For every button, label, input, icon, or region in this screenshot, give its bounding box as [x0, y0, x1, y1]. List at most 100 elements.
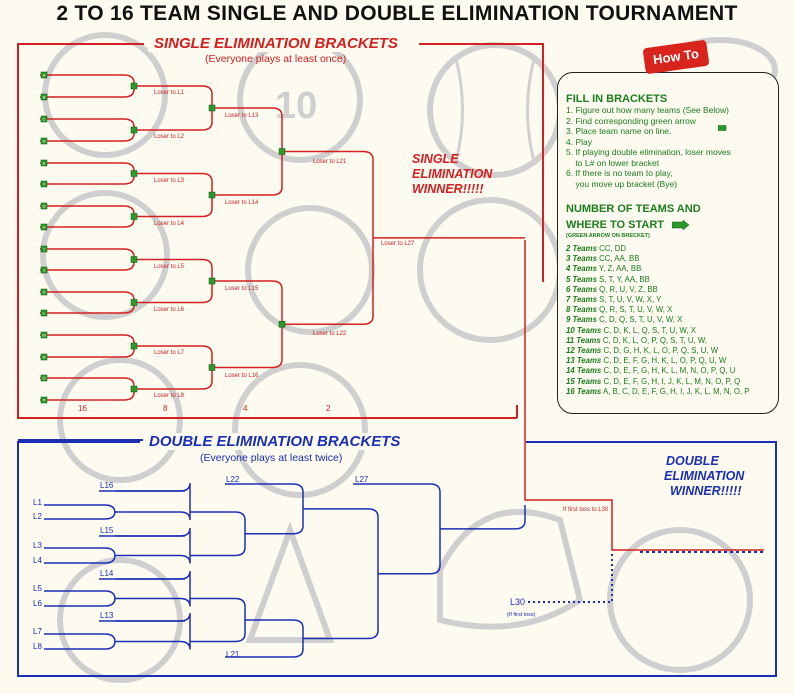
loser-label-r1-7: Loser to L7: [154, 350, 185, 356]
team-count-row: 4 Teams Y, Z, AA, BB: [566, 264, 771, 274]
r1-match-line: [40, 248, 135, 271]
slot-BB[interactable]: [208, 364, 216, 371]
slot-AA[interactable]: [208, 277, 216, 285]
slot-X[interactable]: [130, 385, 138, 393]
team-count: 12 Teams: [566, 346, 602, 356]
team-start-slots: Y, Z, AA, BB: [598, 264, 642, 274]
slot-V[interactable]: [130, 299, 138, 306]
team-start-slots: Q, R, S, T, U, V, W, X: [599, 305, 673, 315]
double-winner-label: DOUBLE ELIMINATION WINNER!!!!!: [664, 454, 745, 498]
slot-letter: A: [43, 73, 46, 78]
loser-label-r2-4: Loser to L16: [225, 372, 259, 379]
team-count: 6 Teams: [566, 284, 597, 294]
r3-match-line: [212, 280, 283, 369]
slot-D[interactable]: [40, 137, 48, 145]
team-count-row: 7 Teams S, T, U, V, W, X, Y: [566, 295, 771, 305]
second-round-label-L13: L13: [100, 611, 114, 620]
r1-match-line: [40, 377, 135, 401]
instruction-step: 1. Figure out how many teams (See Below): [566, 105, 729, 115]
slot-F[interactable]: [40, 180, 48, 188]
slot-O[interactable]: [40, 374, 48, 382]
first-round-label-L4: L4: [33, 556, 42, 565]
single-elimination-title: SINGLE ELIMINATION BRACKETS: [148, 35, 404, 52]
r1-match-line: [40, 334, 135, 358]
fill-in-brackets-heading: FILL IN BRACKETS: [566, 93, 668, 105]
round-count-8: 8: [163, 404, 168, 413]
champion-link-line: [524, 240, 764, 551]
team-start-slots: C, D, E, F, G, H, K, L, O, P, Q, U, W: [603, 356, 727, 366]
double-elimination-title: DOUBLE ELIMINATION BRACKETS: [143, 433, 407, 450]
double-r1-match-line: [44, 590, 116, 607]
slot-CC[interactable]: [278, 148, 286, 155]
team-count-row: 10 Teams C, D, K, L, Q, S, T, U, W, X: [566, 326, 771, 336]
slot-I[interactable]: [40, 245, 48, 253]
slot-DD[interactable]: [278, 321, 286, 328]
slot-L[interactable]: [40, 309, 48, 317]
slot-W[interactable]: [130, 342, 138, 350]
slot-H[interactable]: [40, 223, 48, 231]
slot-letter: G: [42, 204, 45, 209]
slot-E[interactable]: [40, 159, 48, 167]
single-elimination-subtitle: (Everyone plays at least once): [205, 53, 347, 65]
slot-T[interactable]: [130, 213, 138, 220]
slot-Z[interactable]: [208, 191, 216, 199]
team-count-row: 2 Teams CC, DD: [566, 244, 771, 254]
team-count: 2 Teams: [566, 244, 597, 253]
instruction-step: 5. If playing double elimination, loser …: [566, 147, 731, 157]
double-final-line: [440, 505, 526, 530]
team-count-row: 9 Teams C, D, Q, S, T, U, V, W, X: [566, 315, 771, 325]
double-r1-match-line: [44, 504, 116, 520]
team-count: 16 Teams: [566, 386, 602, 396]
green-arrow-icon: [671, 217, 690, 235]
slot-C[interactable]: [40, 115, 48, 123]
loser-label-r1-1: Loser to L1: [154, 90, 185, 96]
loser-label-r1-4: Loser to L4: [154, 220, 185, 227]
green-arrow-note: (GREEN ARROW ON BRECKET): [566, 233, 650, 239]
second-round-label-L16: L16: [100, 481, 114, 490]
slot-J[interactable]: [40, 266, 48, 274]
slot-P[interactable]: [40, 396, 48, 404]
team-start-slots: C, D, E, F, G, H, K, L, M, N, O, P, Q, U: [603, 366, 736, 376]
slot-A[interactable]: [40, 71, 48, 79]
fourth-round-label-L27: L27: [355, 475, 369, 484]
instruction-step: 2. Find corresponding green arrow: [566, 115, 696, 126]
instruction-step: 6. If there is no team to play,: [566, 168, 673, 178]
slot-letter: L: [43, 311, 46, 316]
slot-B[interactable]: [40, 93, 48, 101]
team-count: 11 Teams: [566, 335, 601, 345]
green-arrow-small-icon: [717, 118, 727, 136]
bowling-ball-icon: [57, 357, 183, 483]
team-start-slots: S, T, Y, AA, BB: [599, 274, 650, 284]
double-r2-feed: [115, 527, 191, 564]
single-bracket-lines: [40, 74, 525, 401]
loser-label-r2-1: Loser to L13: [225, 113, 259, 119]
loser-label-r1-8: Loser to L8: [154, 393, 185, 399]
baseball-icon-2: [57, 557, 183, 683]
instruction-step: you move up bracket (Bye): [566, 178, 678, 189]
slot-K[interactable]: [40, 288, 48, 296]
slot-M[interactable]: [40, 331, 48, 339]
team-start-slots: C, D, K, L, O, P, Q, S, T, U, W,: [602, 335, 707, 345]
loser-label-r2-2: Loser to L14: [225, 200, 259, 206]
shuttlecock-icon: [245, 521, 335, 643]
slot-letter: H: [43, 225, 46, 230]
slot-Q[interactable]: [130, 82, 138, 90]
slot-Y[interactable]: [208, 104, 216, 112]
loser-label-r1-6: Loser to L6: [154, 306, 185, 313]
page-title: 2 TO 16 TEAM SINGLE AND DOUBLE ELIMINATI…: [56, 2, 738, 25]
slot-G[interactable]: [40, 202, 48, 210]
team-start-slots: C, D, K, L, Q, S, T, U, W, X: [603, 325, 697, 335]
slot-letter: I: [43, 247, 44, 252]
how-to-panel: [557, 72, 779, 414]
slot-S[interactable]: [130, 170, 138, 177]
slot-letter: N: [43, 355, 46, 360]
team-count: 9 Teams: [566, 315, 597, 325]
double-bracket-lines: [44, 482, 526, 658]
team-start-slots: S, T, U, V, W, X, Y: [599, 295, 662, 305]
team-start-slots: CC, DD: [599, 244, 626, 253]
slot-N[interactable]: [40, 353, 48, 361]
slot-U[interactable]: [130, 256, 138, 263]
slot-letter: B: [43, 95, 46, 100]
instruction-steps: 1. Figure out how many teams (See Below)…: [566, 105, 771, 189]
slot-R[interactable]: [130, 126, 138, 134]
